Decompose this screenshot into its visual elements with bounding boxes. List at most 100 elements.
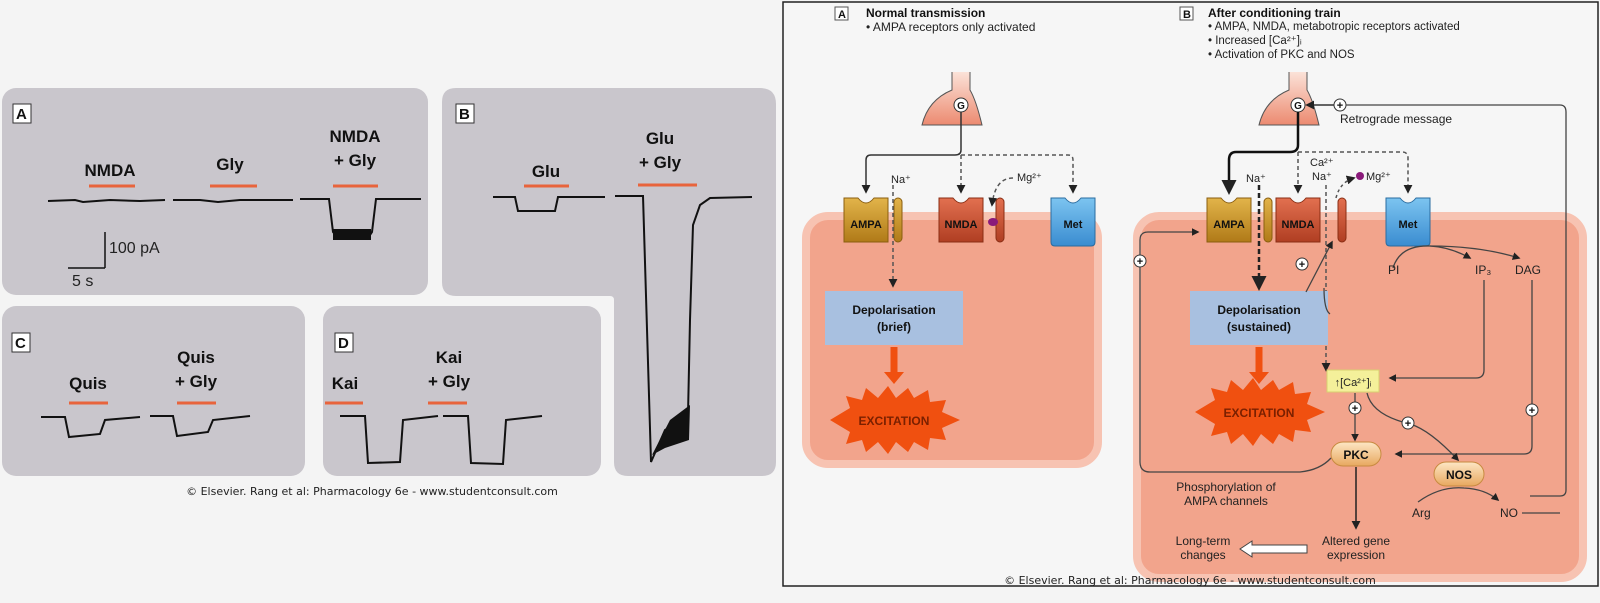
depolarisation-label: (sustained) [1227,320,1291,334]
panel-a-letter: A [838,9,846,21]
panel-a-title: Normal transmission [866,6,985,20]
panel-d-letter: D [338,335,349,352]
ampa-channel [1263,197,1273,243]
na-ion-label: Na⁺ [891,174,911,186]
mg-ion-released [1356,172,1364,180]
ampa-receptor [1206,197,1252,243]
potentiation-plus-icon [1401,416,1415,430]
panel-c-background [2,306,305,476]
retrograde-message-label: Retrograde message [1340,112,1452,126]
depolarisation-box-a [825,291,963,345]
panel-a: A NMDA Gly NMDA + Gly 100 pA 5 s [2,88,428,295]
plus-sign: + [1137,256,1143,268]
current-trace [41,416,141,439]
ca-ion-label: Ca²⁺ [1310,157,1334,169]
ampa-channel [893,197,903,243]
trace-label: Gly [216,155,244,174]
mg-ion-block [988,218,998,226]
panel-b-letter: B [459,106,470,123]
panel-d: D Kai Kai + Gly [323,306,601,476]
nmda-channel [1337,197,1347,243]
glutamate-to-met-arrow [961,154,1078,194]
trace-label: Kai [332,374,358,393]
plus-sign: + [1352,403,1358,415]
calcium-label: ↑[Ca²⁺]ᵢ [1335,377,1372,389]
panel-b-letter-box [455,103,475,124]
met-label: Met [1064,219,1083,231]
long-term-label: Long-term [1176,534,1231,548]
pkc-to-ampa-arrow [1139,228,1332,473]
metabotropic-receptor [1050,197,1096,247]
depolarisation-label: Depolarisation [852,303,935,317]
glutamate-to-ampa-arrow [1221,112,1300,195]
arg-to-no-arrow [1417,487,1500,503]
nos-label: NOS [1446,468,1472,482]
panel-a-bullet: • AMPA receptors only activated [866,20,1035,34]
excitation-burst-b [1195,378,1325,446]
panel-c: C Quis Quis + Gly [2,306,305,476]
ampa-label: AMPA [1213,219,1245,231]
glutamate-to-ampa-arrow [861,112,962,194]
excitation-burst-a [830,386,960,454]
na-to-depol-arrow [1323,287,1331,315]
current-trace [615,195,753,463]
current-trace-noise [333,229,371,240]
potentiation-plus-icon [1133,254,1147,268]
trace-label: Kai [436,348,462,367]
electrophysiology-figure: A NMDA Gly NMDA + Gly 100 pA 5 s B Glu G… [2,88,776,498]
excitation-arrowhead [1249,372,1269,384]
panel-d-background [323,306,601,476]
mg-unblock-arrow [1335,175,1356,199]
ampa-label: AMPA [850,219,882,231]
long-term-label: changes [1180,548,1225,562]
depolarisation-box-b [1190,291,1328,345]
plus-sign: + [1337,100,1343,112]
trace-label: NMDA [85,161,136,180]
presynaptic-terminal-b [1258,72,1320,126]
depol-to-nmda-arrow [1305,240,1333,293]
panel-c-letter: C [15,335,26,352]
pkc-label: PKC [1343,448,1369,462]
pi-label: PI [1388,263,1399,277]
trace-label: NMDA [330,127,381,146]
current-trace [150,415,251,438]
metabotropic-receptor [1385,197,1431,247]
no-label: NO [1500,506,1518,520]
excitation-label: EXCITATION [1224,406,1295,420]
panel-a-letter-box [834,6,849,21]
trace-label: Quis [177,348,215,367]
nmda-label: NMDA [945,219,978,231]
panel-a-background [2,88,428,295]
panel-b-bullet: • AMPA, NMDA, metabotropic receptors act… [1208,21,1460,33]
excitation-arrowhead [884,372,904,384]
trace-label: + Gly [428,372,471,391]
panel-b-bullet: • Increased [Ca²⁺]ᵢ [1208,35,1302,47]
mg-ion-label: Mg²⁺ [1366,171,1391,183]
gene-expression-label: expression [1327,548,1385,562]
panel-b-letter: B [1183,9,1191,21]
panel-b-title: After conditioning train [1208,6,1341,20]
mg-ion-label: Mg²⁺ [1017,172,1042,184]
depolarisation-label: Depolarisation [1217,303,1300,317]
potentiation-plus-icon [1295,257,1309,271]
panel-b: B Glu Glu + Gly [442,88,776,476]
plus-sign: + [1405,418,1411,430]
potentiation-plus-icon [1525,403,1539,417]
retrograde-message-path [1346,104,1567,497]
mg-block-arrow [988,177,1014,207]
trace-label: + Gly [175,372,218,391]
trace-label: + Gly [639,153,682,172]
current-trace [340,415,439,465]
scale-bar-time-label: 5 s [72,273,93,290]
trace-label: Quis [69,374,107,393]
current-trace [443,415,543,466]
left-caption: © Elsevier. Rang et al: Pharmacology 6e … [186,485,558,498]
glutamate-label: G [1294,101,1302,112]
nos-enzyme [1433,461,1485,487]
arg-label: Arg [1412,506,1431,520]
excitation-label: EXCITATION [859,414,930,428]
dag-to-pkc-arrow [1394,280,1533,458]
panel-b-letter-box [1179,6,1194,21]
panel-a-letter-box [12,103,32,124]
